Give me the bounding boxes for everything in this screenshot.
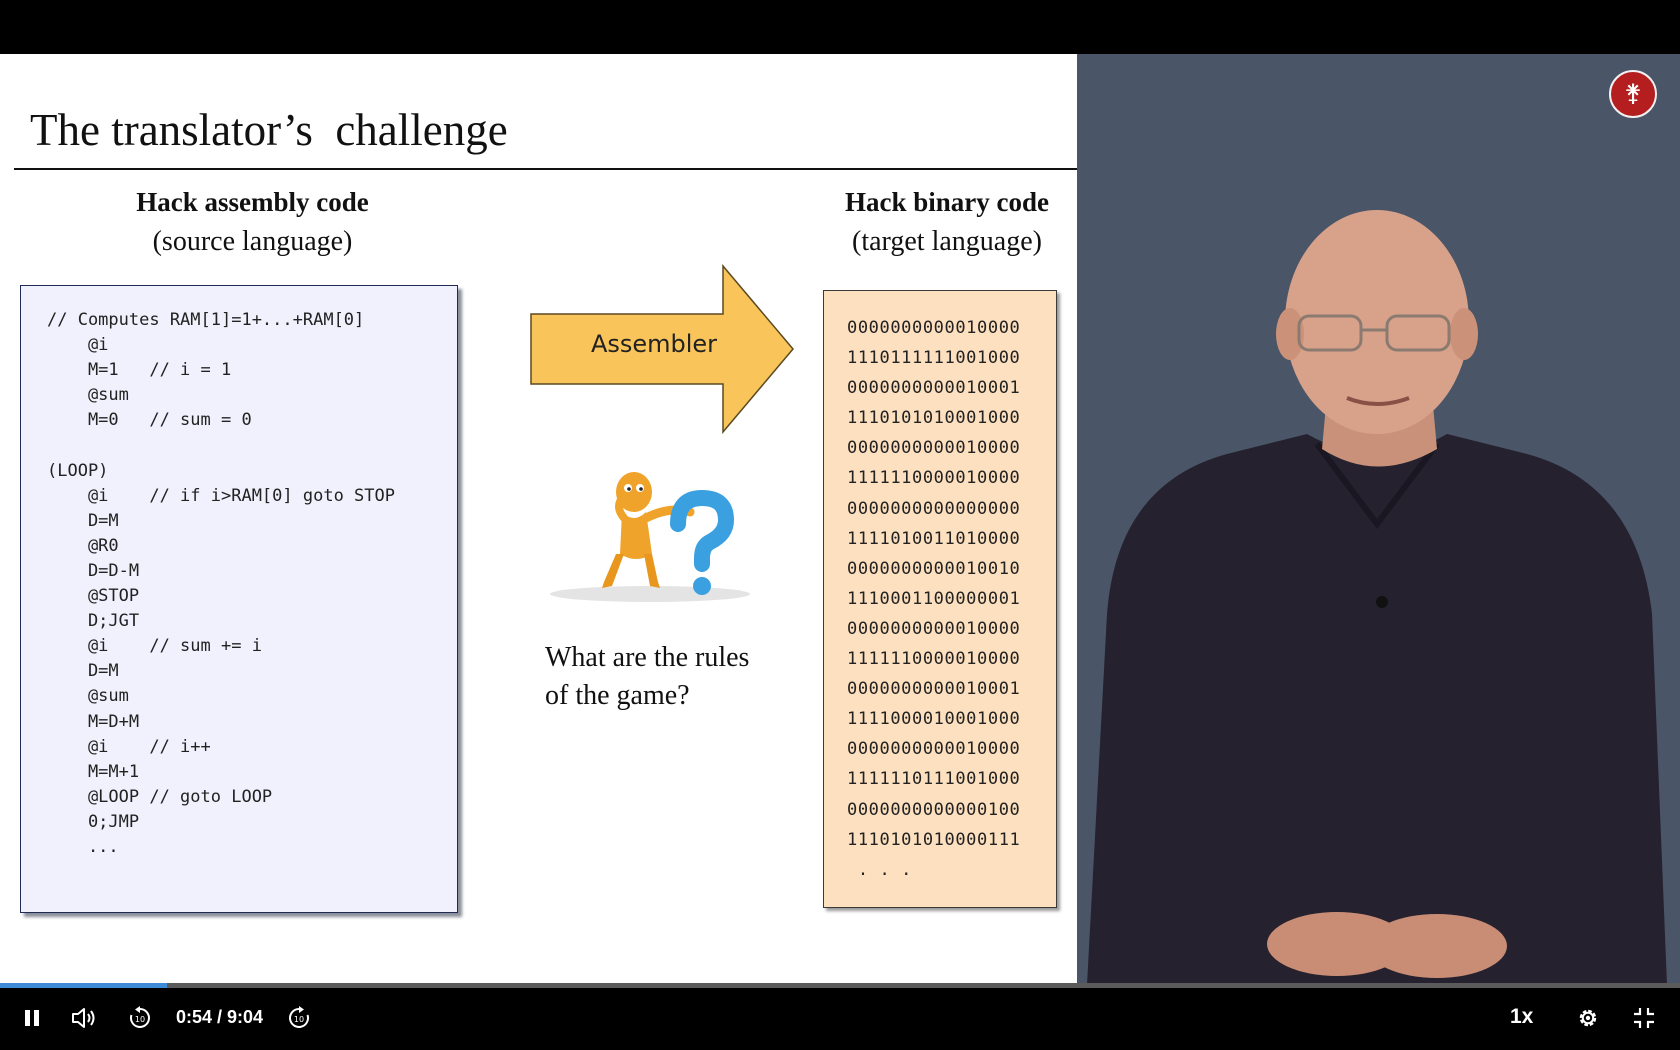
title-divider <box>14 168 1077 170</box>
player-controls: 10 0:54 / 9:04 10 1x <box>0 988 1680 1050</box>
assembly-line: @i <box>47 335 109 356</box>
assembly-line: D=M <box>47 661 119 682</box>
assembly-line: D=D-M <box>47 560 140 581</box>
binary-line: 1111010011010000 <box>847 528 1021 549</box>
playback-speed-button[interactable]: 1x <box>1510 1005 1534 1028</box>
slide-title: The translator’s challenge <box>30 105 508 155</box>
thinking-figure-question-mark-icon <box>550 472 750 602</box>
rewind-10-button[interactable]: 10 <box>122 998 158 1038</box>
assembly-line: M=D+M <box>47 711 140 732</box>
binary-line: 1110001100000001 <box>847 588 1021 609</box>
assembly-code-lines: // Computes RAM[1]=1+...+RAM[0] @i M=1 /… <box>47 308 395 860</box>
progress-bar[interactable] <box>0 983 1680 988</box>
binary-line: 0000000000010001 <box>847 679 1021 700</box>
binary-line: 1111110000010000 <box>847 468 1021 489</box>
binary-code-lines: 0000000000010000 1110111111001000 00000000… <box>847 313 1020 885</box>
assembly-line: @sum <box>47 686 129 707</box>
presenter-video-panel: ⚵ <box>1077 54 1680 985</box>
settings-gear-icon <box>1579 1009 1597 1027</box>
source-heading-group: Hack assembly code (source language) <box>100 187 405 258</box>
binary-line: 0000000000010001 <box>847 378 1021 399</box>
fullscreen-exit-icon <box>1634 1008 1654 1028</box>
progress-bar-fill <box>0 983 167 988</box>
binary-line: 1111000010001000 <box>847 709 1021 730</box>
assembly-line: // Computes RAM[1]=1+...+RAM[0] <box>47 310 365 330</box>
pause-button[interactable] <box>14 998 50 1038</box>
channel-logo-icon: ⚵ <box>1609 70 1657 118</box>
assembly-line: M=0 // sum = 0 <box>47 410 252 431</box>
assembly-line: ... <box>47 836 119 857</box>
presenter-silhouette <box>1087 210 1667 985</box>
assembler-label: Assembler <box>590 330 718 358</box>
forward-10-button[interactable]: 10 <box>281 998 317 1038</box>
assembler-arrow-icon <box>530 264 794 434</box>
source-subheading: (source language) <box>152 226 353 257</box>
forward-10-icon: 10 <box>289 1006 309 1028</box>
target-heading-group: Hack binary code (target language) <box>818 187 1076 258</box>
assembly-line: @STOP <box>47 586 140 607</box>
volume-icon <box>72 1008 95 1028</box>
binary-line: 0000000000010010 <box>847 558 1021 579</box>
binary-line: 0000000000010000 <box>847 438 1021 459</box>
assembly-line: @i // if i>RAM[0] goto STOP <box>47 485 395 506</box>
binary-line: 0000000000010000 <box>847 318 1021 338</box>
rewind-10-icon: 10 <box>130 1006 150 1028</box>
pause-icon <box>25 1010 39 1026</box>
assembly-line: @R0 <box>47 535 119 556</box>
binary-line: 1111110111001000 <box>847 769 1021 790</box>
binary-line: 1111110000010000 <box>847 649 1021 670</box>
binary-line: 1110101010000111 <box>847 829 1021 850</box>
binary-line: 0000000000000000 <box>847 498 1021 519</box>
binary-line: 1110111111001000 <box>847 348 1021 369</box>
question-line-1: What are the rules <box>545 642 750 673</box>
target-subheading: (target language) <box>852 226 1042 257</box>
volume-button[interactable] <box>66 998 102 1038</box>
assembly-line <box>47 433 395 458</box>
assembly-line: @i // i++ <box>47 736 211 757</box>
top-letterbox-bar <box>0 0 1680 54</box>
assembly-line: (LOOP) <box>47 460 109 481</box>
assembly-line: D;JGT <box>47 611 140 632</box>
binary-line: 0000000000010000 <box>847 739 1021 760</box>
assembly-line: D=M <box>47 510 119 531</box>
svg-text:10: 10 <box>135 1015 145 1024</box>
assembly-line: @sum <box>47 385 129 406</box>
question-line-2: of the game? <box>545 680 690 711</box>
time-display: 0:54 / 9:04 <box>176 1007 264 1027</box>
assembly-line: M=M+1 <box>47 761 140 782</box>
lecture-slide: The translator’s challenge Hack assembly… <box>0 54 1077 985</box>
assembly-line: 0;JMP <box>47 811 140 832</box>
assembly-line: M=1 // i = 1 <box>47 360 232 381</box>
target-heading: Hack binary code <box>844 187 1049 217</box>
assembly-code-box: // Computes RAM[1]=1+...+RAM[0] @i M=1 /… <box>20 285 458 913</box>
svg-text:10: 10 <box>294 1015 304 1024</box>
binary-line: 0000000000000100 <box>847 799 1021 820</box>
assembly-line: @LOOP // goto LOOP <box>47 786 273 807</box>
settings-button[interactable] <box>1570 998 1606 1038</box>
assembly-line: @i // sum += i <box>47 636 262 657</box>
fullscreen-exit-button[interactable] <box>1626 998 1662 1038</box>
binary-line: . . . <box>847 859 913 880</box>
binary-code-box: 0000000000010000 1110111111001000 00000000… <box>823 290 1057 908</box>
source-heading: Hack assembly code <box>136 187 369 217</box>
binary-line: 1110101010001000 <box>847 408 1021 429</box>
question-text: What are the rules of the game? <box>545 639 805 715</box>
binary-line: 0000000000010000 <box>847 618 1021 639</box>
